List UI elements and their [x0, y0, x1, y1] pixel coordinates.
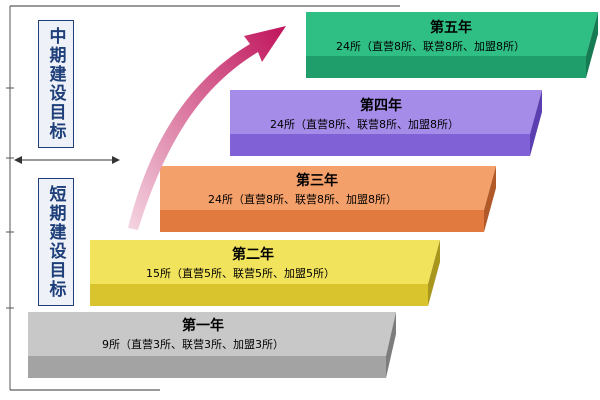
step-top-face — [306, 12, 598, 56]
step-front-face — [230, 134, 530, 156]
step-front-face — [90, 284, 428, 306]
step-block-year-1 — [28, 312, 396, 378]
step-block-year-2 — [90, 240, 440, 306]
step-block-year-4 — [230, 90, 542, 156]
step-detail: 24所（直营8所、联营8所、加盟8所） — [336, 40, 525, 53]
step-top-face — [90, 240, 440, 284]
step-front-face — [160, 210, 484, 232]
step-detail: 24所（直营8所、联营8所、加盟8所） — [270, 118, 459, 131]
step-block-year-3 — [160, 166, 496, 232]
step-title: 第一年 — [182, 318, 224, 334]
step-title: 第五年 — [430, 20, 472, 36]
step-side-face — [586, 12, 598, 78]
step-top-face — [160, 166, 496, 210]
step-block-year-5 — [306, 12, 598, 78]
step-front-face — [306, 56, 586, 78]
divider-arrow-head-right — [112, 156, 120, 164]
step-top-face — [230, 90, 542, 134]
step-side-face — [484, 166, 496, 232]
short-term-goal-text: 短期建设目标 — [45, 185, 66, 299]
step-side-face — [530, 90, 542, 156]
divider-arrow-head-left — [14, 156, 22, 164]
step-detail: 9所（直营3所、联营3所、加盟3所） — [102, 338, 284, 351]
step-detail: 15所（直营5所、联营5所、加盟5所） — [146, 267, 335, 280]
step-title: 第二年 — [232, 247, 274, 263]
step-front-face — [28, 356, 386, 378]
step-side-face — [428, 240, 440, 306]
step-title: 第三年 — [296, 173, 338, 189]
step-side-face — [386, 312, 396, 378]
step-top-face — [28, 312, 396, 356]
short-term-goal-label: 短期建设目标 — [38, 178, 74, 306]
step-title: 第四年 — [360, 98, 402, 114]
mid-term-goal-text: 中期建设目标 — [45, 27, 66, 141]
growth-arrow-icon — [128, 26, 286, 230]
step-detail: 24所（直营8所、联营8所、加盟8所） — [208, 193, 397, 206]
mid-term-goal-label: 中期建设目标 — [38, 20, 74, 148]
